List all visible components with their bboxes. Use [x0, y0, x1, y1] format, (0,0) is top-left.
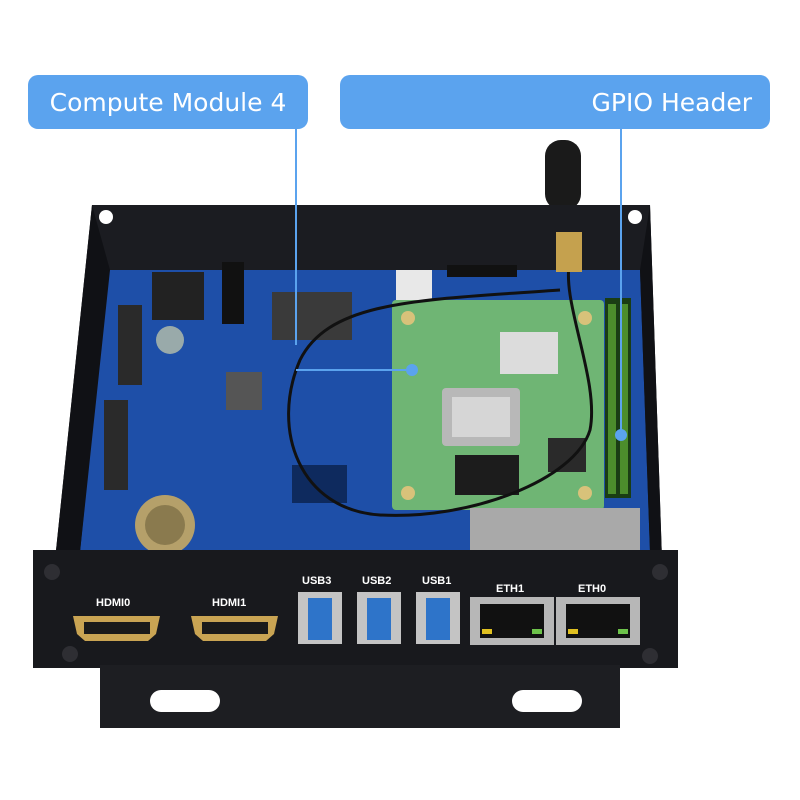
panel-screw — [44, 564, 60, 580]
callout-gpio-header: GPIO Header — [340, 75, 770, 129]
panel-screw — [652, 564, 668, 580]
bracket-slot — [512, 690, 582, 712]
hdmi0-port-inner — [84, 622, 150, 634]
callout-dot-gpio — [615, 429, 627, 441]
eth0-port — [556, 597, 640, 645]
hdmi0-label: HDMI0 — [96, 597, 130, 609]
cm4-components — [401, 311, 592, 500]
eth1-port — [470, 597, 554, 645]
eth1-label: ETH1 — [496, 583, 524, 595]
antenna-cable — [287, 259, 594, 517]
usb1-port — [416, 592, 460, 644]
ethernet-housing — [470, 508, 640, 554]
usb3-port — [298, 592, 342, 644]
callout-dot-cm4 — [406, 364, 418, 376]
case-right-wall — [640, 205, 662, 560]
antenna-connector — [556, 232, 582, 272]
usb2-label: USB2 — [362, 575, 391, 587]
usb1-label: USB1 — [422, 575, 451, 587]
eth0-label: ETH0 — [578, 583, 606, 595]
bracket-slot — [150, 690, 220, 712]
case-hole — [99, 210, 113, 224]
callout-compute-module-4: Compute Module 4 — [28, 75, 308, 129]
case-left-wall — [55, 205, 110, 560]
panel-screw — [642, 648, 658, 664]
usb2-port — [357, 592, 401, 644]
antenna — [545, 140, 581, 210]
usb3-label: USB3 — [302, 575, 331, 587]
hdmi1-port-inner — [202, 622, 268, 634]
callout-compute-module-4-text: Compute Module 4 — [49, 87, 287, 117]
panel-screw — [62, 646, 78, 662]
gpio-pins — [608, 304, 628, 494]
callout-gpio-header-text: GPIO Header — [591, 87, 752, 117]
carrier-components — [104, 262, 517, 555]
case-hole — [628, 210, 642, 224]
hdmi1-label: HDMI1 — [212, 597, 246, 609]
